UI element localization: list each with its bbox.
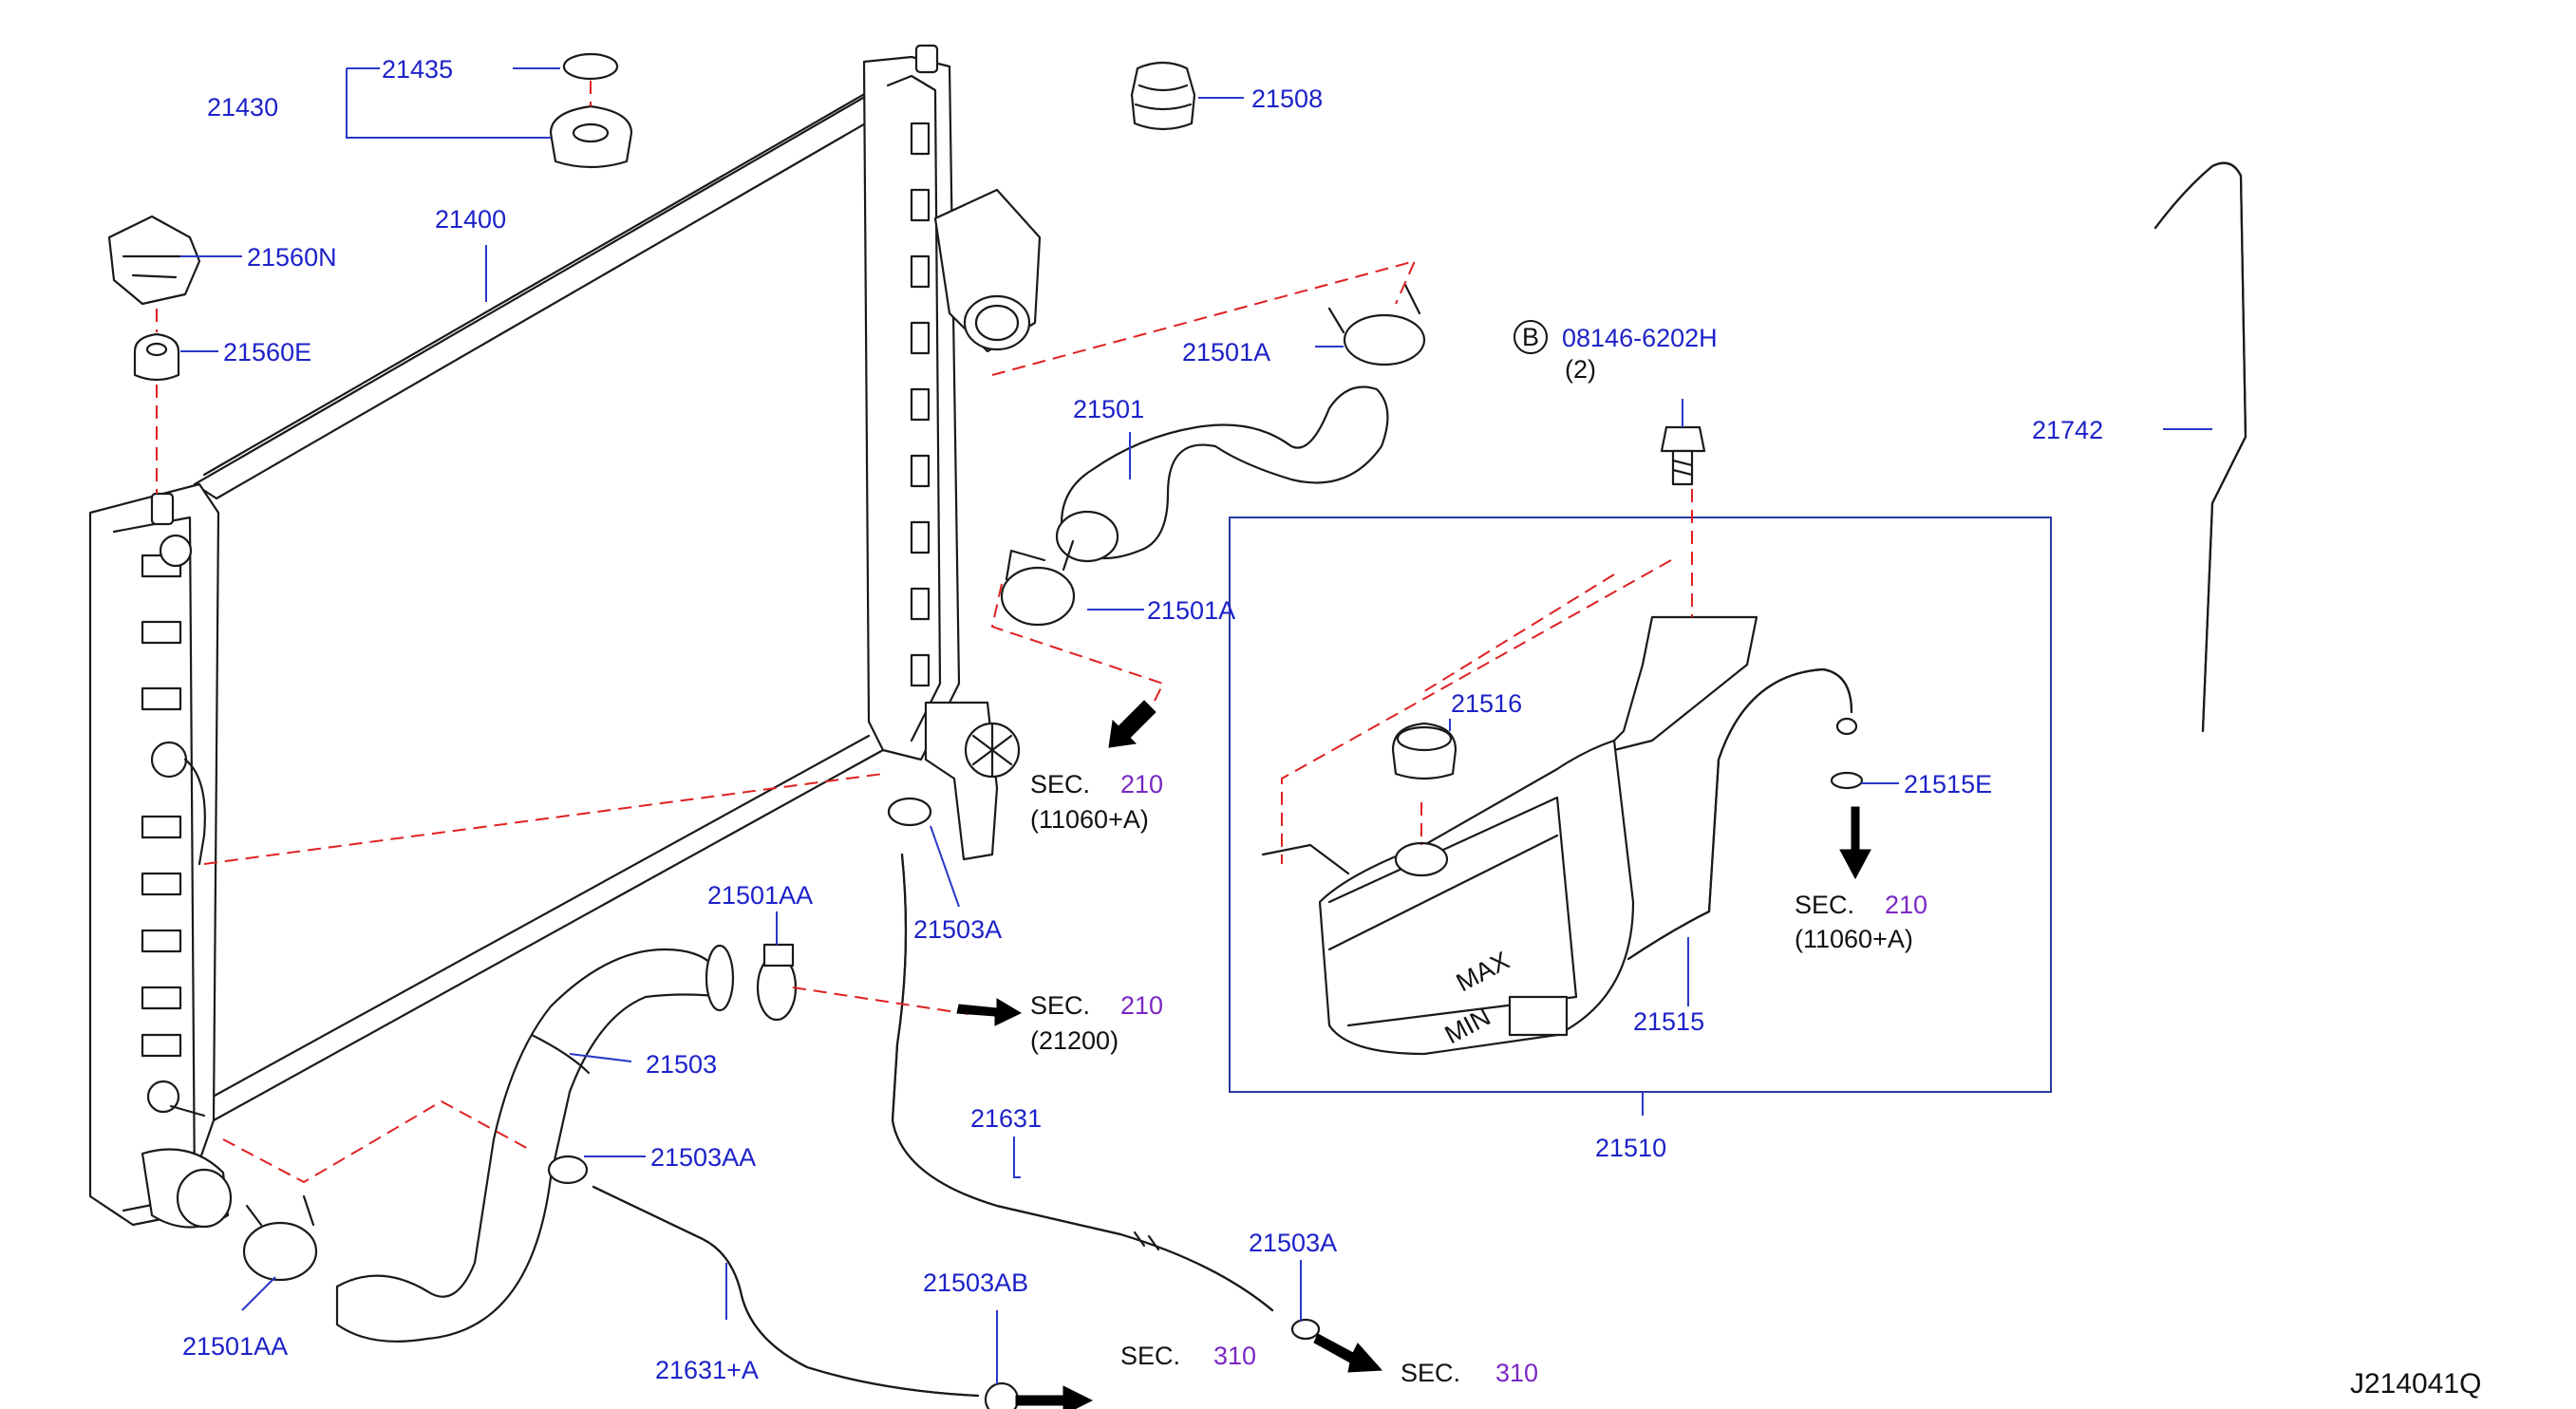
label-21503ab: 21503AB	[923, 1268, 1028, 1297]
label-21631a: 21631+A	[655, 1356, 759, 1384]
radiator-cap	[549, 52, 633, 169]
section-ref-310-right: SEC. 310	[1401, 1359, 1538, 1387]
radiator-core	[88, 44, 1042, 1229]
label-08146-qty: (2)	[1565, 355, 1596, 384]
arrow-sec-310-right	[1313, 1333, 1383, 1373]
label-21400: 21400	[435, 205, 506, 234]
sec-ref: (11060+A)	[1795, 925, 1913, 953]
label-21503aa: 21503AA	[650, 1143, 756, 1172]
label-21501aa-bottom: 21501AA	[182, 1332, 288, 1361]
label-21503: 21503	[646, 1050, 717, 1079]
label-21435: 21435	[382, 55, 453, 84]
sec-number: 310	[1213, 1342, 1256, 1370]
clamp-21501aa-left	[242, 1194, 318, 1282]
hose-21631a	[592, 1185, 980, 1398]
clamp-21503aa	[547, 1155, 589, 1185]
sec-number: 210	[1885, 891, 1927, 919]
clamp-21503ab	[984, 1381, 1020, 1409]
label-21503a-bottom: 21503A	[1249, 1229, 1337, 1257]
hose-21631	[891, 853, 1274, 1312]
section-ref-310-left: SEC. 310	[1120, 1342, 1256, 1370]
section-arrows	[956, 700, 1871, 1409]
cap-21560n	[107, 215, 201, 306]
label-21631: 21631	[970, 1104, 1042, 1133]
rubber-mount-21508	[1130, 61, 1196, 131]
sec-number: 310	[1495, 1359, 1538, 1387]
diagram-code: J214041Q	[2350, 1368, 2481, 1400]
sec-prefix: SEC.	[1030, 770, 1090, 798]
clamp-21501a-top	[1327, 283, 1426, 366]
sec-ref: (11060+A)	[1030, 805, 1149, 834]
sec-prefix: SEC.	[1795, 891, 1854, 919]
clamp-21503a-bottom	[1290, 1318, 1321, 1341]
badge-b-letter: B	[1522, 323, 1539, 351]
arrow-sec-210-right	[1839, 806, 1871, 880]
reservoir-tank-21510: MAX MIN	[1261, 615, 1758, 1056]
arrow-sec-210-upper	[1108, 700, 1156, 748]
sec-number: 210	[1120, 770, 1163, 798]
sec-ref: (21200)	[1030, 1026, 1119, 1055]
sec-prefix: SEC.	[1120, 1342, 1180, 1370]
label-21510: 21510	[1595, 1134, 1666, 1162]
reservoir-group-box	[1229, 517, 2052, 1093]
leader-lines	[180, 67, 2212, 1384]
badge-b	[1514, 320, 1548, 354]
cap-21516	[1391, 722, 1457, 780]
bolt-08146	[1660, 425, 1706, 486]
hose-21515	[1626, 667, 1858, 961]
lower-hose-21503	[335, 944, 735, 1343]
section-references: SEC. 210 (11060+A) SEC. 210 (21200) SEC.…	[1030, 770, 1927, 1387]
section-ref-210-middle: SEC. 210 (21200)	[1030, 991, 1163, 1055]
section-ref-210-upper: SEC. 210 (11060+A)	[1030, 770, 1163, 834]
label-21430: 21430	[207, 93, 278, 122]
hose-21742	[2153, 161, 2247, 733]
label-21516: 21516	[1451, 689, 1522, 718]
clamp-21501aa-top	[756, 943, 798, 1022]
upper-hose-21501	[1055, 385, 1389, 563]
label-21501a-bottom: 21501A	[1147, 596, 1235, 625]
label-21508: 21508	[1251, 85, 1323, 113]
arrow-sec-210-middle	[956, 998, 1023, 1026]
dashed-association-lines	[156, 81, 1693, 1184]
sec-prefix: SEC.	[1030, 991, 1090, 1020]
clamp-21515e	[1830, 771, 1864, 790]
label-21742: 21742	[2032, 416, 2103, 444]
seal-21560e	[133, 332, 180, 382]
sec-number: 210	[1120, 991, 1163, 1020]
label-21503a-top: 21503A	[913, 915, 1002, 944]
label-21501a-top: 21501A	[1182, 338, 1270, 366]
clamp-21501a-bottom	[1000, 539, 1076, 627]
label-21560n: 21560N	[247, 243, 337, 272]
label-21501: 21501	[1073, 395, 1144, 423]
label-21560e: 21560E	[223, 338, 311, 366]
label-21501aa-top: 21501AA	[707, 881, 813, 910]
part-labels: 21435 21430 21400 21560N 21560E 21508 21…	[182, 55, 2103, 1384]
label-08146: 08146-6202H	[1562, 324, 1718, 352]
sec-prefix: SEC.	[1401, 1359, 1460, 1387]
label-21515e: 21515E	[1904, 770, 1992, 798]
section-ref-210-right: SEC. 210 (11060+A)	[1795, 891, 1927, 953]
arrow-sec-310-left	[1015, 1385, 1094, 1409]
clamp-21503a-top	[887, 797, 932, 827]
label-21515: 21515	[1633, 1007, 1704, 1036]
